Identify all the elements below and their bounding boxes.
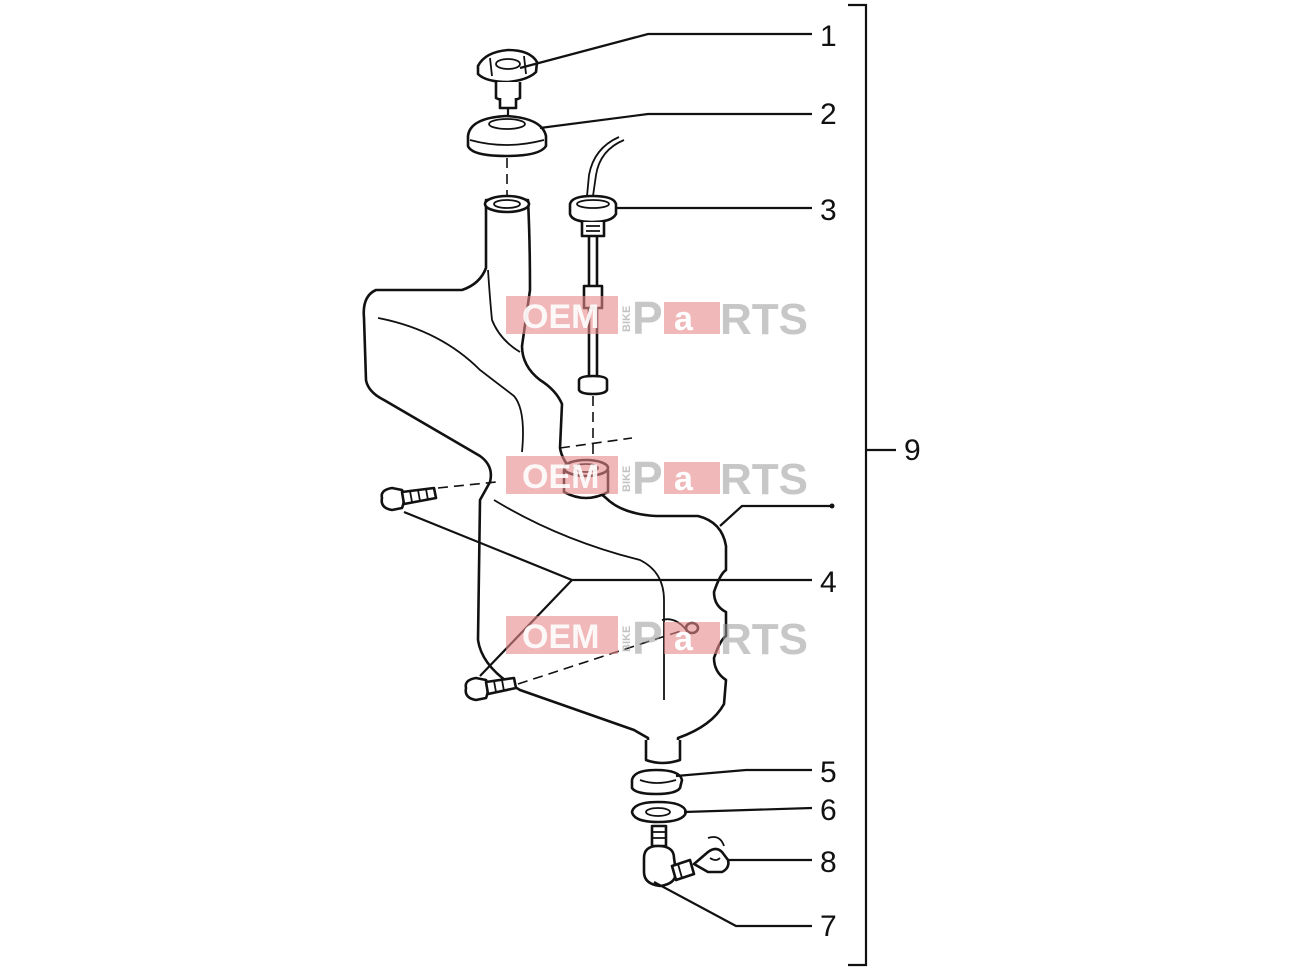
- svg-text:OEM: OEM: [522, 618, 599, 656]
- washer-part[interactable]: [630, 800, 688, 824]
- callout-4: 4: [820, 566, 837, 599]
- svg-text:OEM: OEM: [522, 458, 599, 496]
- callout-2: 2: [820, 98, 837, 131]
- svg-text:RTS: RTS: [720, 455, 808, 504]
- callout-labels: 1 2 3 4 5 6 7 8 9: [820, 20, 921, 943]
- hose-clamp-part[interactable]: [630, 768, 684, 796]
- watermark-1: OEM BIKE P a RTS: [506, 292, 808, 344]
- assembly-bracket: [848, 3, 896, 967]
- callout-7: 7: [820, 910, 837, 943]
- callout-3: 3: [820, 194, 837, 227]
- watermark-3: OEM BIKE P a RTS: [506, 612, 808, 664]
- fuel-tap-part[interactable]: [642, 824, 696, 888]
- svg-text:RTS: RTS: [720, 615, 808, 664]
- svg-text:a: a: [674, 300, 694, 338]
- cap-gasket-part[interactable]: [466, 114, 548, 158]
- leader-lines: [403, 32, 835, 928]
- mounting-screws-part[interactable]: [380, 486, 700, 702]
- svg-text:P: P: [632, 292, 663, 344]
- svg-text:a: a: [674, 460, 694, 498]
- svg-text:BIKE: BIKE: [621, 306, 633, 332]
- svg-text:a: a: [674, 620, 694, 658]
- svg-text:RTS: RTS: [720, 295, 808, 344]
- svg-text:BIKE: BIKE: [621, 466, 633, 492]
- callout-9: 9: [904, 434, 921, 467]
- callout-1: 1: [820, 20, 837, 53]
- callout-6: 6: [820, 794, 837, 827]
- callout-5: 5: [820, 756, 837, 789]
- filler-cap-part[interactable]: [476, 48, 539, 120]
- hose-clip-part[interactable]: [692, 836, 730, 874]
- callout-8: 8: [820, 846, 837, 879]
- svg-text:P: P: [632, 612, 663, 664]
- svg-text:BIKE: BIKE: [621, 626, 633, 652]
- svg-text:OEM: OEM: [522, 298, 599, 336]
- svg-text:P: P: [632, 452, 663, 504]
- watermark-2: OEM BIKE P a RTS: [506, 452, 808, 504]
